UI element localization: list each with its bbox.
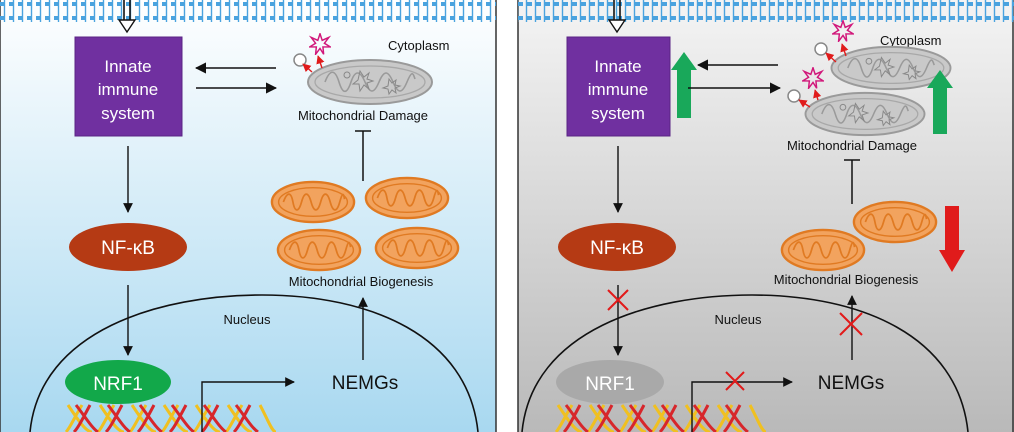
- right-ros-circle-1: [814, 42, 828, 56]
- right-mito-biogenesis-label: Mitochondrial Biogenesis: [774, 272, 919, 287]
- right-mito-damage-label: Mitochondrial Damage: [787, 138, 917, 153]
- left-nfkb-label: NF-κB: [101, 238, 155, 259]
- left-nucleus-label: Nucleus: [224, 312, 271, 327]
- right-promoter-arrow: [691, 377, 793, 432]
- left-receptor-arrow: [117, 0, 137, 34]
- left-innate-immune-box: Innate immune system: [74, 36, 183, 137]
- right-nfkb-label: NF-κB: [590, 238, 644, 259]
- right-nemgs-label: NEMGs: [818, 373, 885, 394]
- right-nemgs-block-x-icon: [839, 312, 863, 336]
- right-cytoplasm-label: Cytoplasm: [880, 33, 941, 48]
- right-nrf1-node: NRF1: [556, 360, 664, 404]
- left-nrf1-node: NRF1: [65, 360, 171, 404]
- right-inhibition-line: [844, 159, 860, 204]
- right-innate-line3: system: [591, 104, 645, 123]
- left-cell-membrane: [0, 0, 496, 22]
- left-nemgs-label: NEMGs: [332, 373, 399, 394]
- left-innate-line2: immune: [98, 80, 158, 99]
- right-nrf1-label: NRF1: [585, 374, 635, 395]
- left-inhibition-line: [355, 130, 371, 181]
- left-dna-helix: [64, 404, 277, 432]
- left-nucleus-envelope: [29, 294, 479, 432]
- right-damage-up-arrow-icon: [927, 70, 953, 134]
- right-panel: Cytoplasm Innate immune system Mitochond: [517, 0, 1014, 432]
- left-mito-damage-label: Mitochondrial Damage: [298, 108, 428, 123]
- right-nfkb-node: NF-κB: [558, 223, 676, 271]
- right-nfkb-nrf1-block-x-icon: [607, 289, 629, 311]
- right-innate-immune-box: Innate immune system: [566, 36, 671, 137]
- right-nucleus-envelope: [521, 294, 969, 432]
- right-innate-up-arrow-icon: [671, 52, 697, 118]
- right-biogenesis-down-arrow-icon: [939, 206, 965, 272]
- right-receptor-arrow: [607, 0, 627, 34]
- right-nucleus-label: Nucleus: [715, 312, 762, 327]
- left-nfkb-node: NF-κB: [69, 223, 187, 271]
- right-damaged-mitochondria: [787, 20, 952, 137]
- right-dna-helix: [554, 404, 767, 432]
- left-nrf1-label: NRF1: [93, 374, 143, 395]
- right-promoter-block-x-icon: [725, 371, 745, 391]
- left-innate-line3: system: [101, 104, 155, 123]
- right-ros-circle-2: [787, 89, 801, 103]
- left-promoter-arrow: [201, 377, 295, 432]
- left-innate-line1: Innate: [104, 57, 151, 76]
- left-panel: Cytoplasm Innate immune system Mitochond…: [0, 0, 497, 432]
- right-innate-line1: Innate: [594, 57, 641, 76]
- left-cytoplasm-label: Cytoplasm: [388, 38, 449, 53]
- right-innate-line2: immune: [588, 80, 648, 99]
- left-damaged-mitochondrion: [293, 33, 434, 106]
- left-mito-biogenesis-label: Mitochondrial Biogenesis: [289, 274, 434, 289]
- left-ros-circle: [293, 53, 307, 67]
- right-cell-membrane: [518, 0, 1014, 22]
